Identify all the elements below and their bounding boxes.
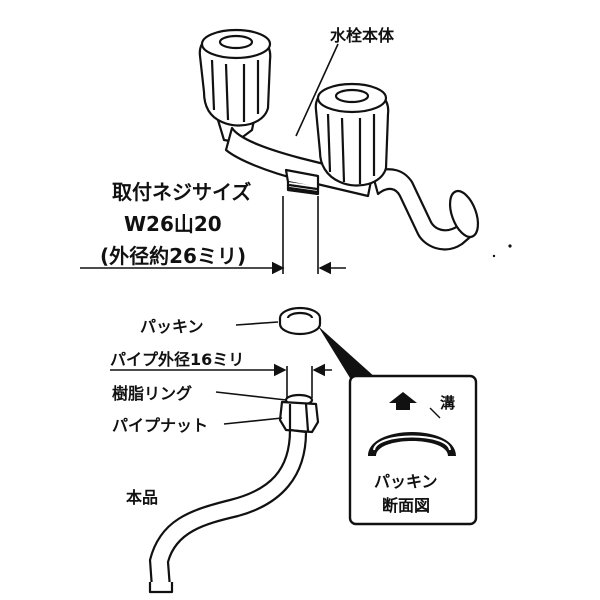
resin-ring-leader — [215, 391, 287, 401]
right-handle — [314, 82, 390, 187]
left-handle — [198, 28, 272, 127]
pipe-nut-label: パイプナット — [112, 416, 209, 435]
pipe-od-dimension — [110, 363, 332, 398]
faucet-body-leader — [295, 43, 339, 137]
packing-leader — [235, 321, 279, 326]
product-pipe — [148, 393, 320, 594]
product-label: 本品 — [126, 488, 159, 507]
thread-title-label: 取付ネジサイズ — [112, 180, 252, 204]
faucet-body — [198, 28, 480, 251]
thread-outlet — [286, 182, 320, 196]
packing-section-label-line1: パッキン — [374, 472, 438, 491]
resin-ring-label: 樹脂リング — [112, 384, 193, 403]
pipe-od-label: パイプ外径16ミリ — [110, 350, 245, 369]
faucet-body-label: 水栓本体 — [330, 26, 395, 45]
packing-washer — [278, 306, 322, 336]
thread-dimension — [80, 196, 346, 275]
thread-od-label: (外径約26ミリ) — [100, 244, 247, 268]
section-callout-wedge — [318, 326, 376, 378]
packing-label: パッキン — [140, 317, 204, 336]
up-arrow-icon — [389, 392, 417, 410]
pipe-nut-leader — [223, 417, 283, 425]
packing-section-box — [348, 374, 478, 526]
thread-spec-label: W26山20 — [124, 212, 222, 236]
packing-section-label-line2: 断面図 — [382, 496, 431, 515]
groove-label: 溝 — [440, 394, 456, 412]
